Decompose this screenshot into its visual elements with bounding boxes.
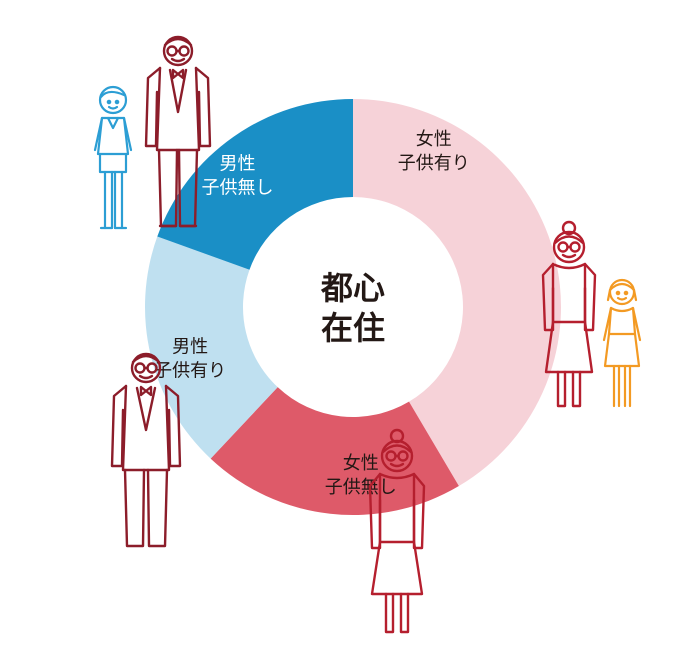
- boy-figure-icon: [93, 85, 133, 230]
- donut-slice: [210, 387, 459, 515]
- slice-label-line: 子供有り: [398, 153, 470, 174]
- slice-label-line: 男性: [219, 154, 255, 175]
- woman-figure-icon: [368, 428, 426, 634]
- woman-figure-icon: [541, 220, 597, 408]
- donut-slice: [353, 99, 561, 487]
- man-figure-icon: [110, 352, 182, 548]
- slice-label-line: 女性: [416, 129, 452, 150]
- center-label-text: 都心在住: [320, 269, 385, 347]
- slice-label: 男性子供有り: [154, 336, 226, 381]
- girl-figure-icon: [602, 278, 642, 408]
- slice-label-line: 子供有り: [154, 360, 226, 381]
- donut-slice: [157, 99, 353, 270]
- center-label-line: 在住: [321, 309, 385, 347]
- slice-label-line: 男性: [172, 336, 208, 357]
- center-label-line: 都心: [320, 269, 385, 307]
- slice-label-line: 女性: [343, 453, 379, 474]
- slice-label-line: 子供無し: [201, 178, 273, 199]
- slice-label: 男性子供無し: [201, 154, 273, 199]
- man-figure-icon: [144, 35, 212, 228]
- donut-slices: [144, 99, 561, 515]
- center-label: 都心在住: [320, 269, 385, 347]
- slice-label: 女性子供有り: [398, 129, 470, 174]
- slice-label-line: 子供無し: [325, 477, 397, 498]
